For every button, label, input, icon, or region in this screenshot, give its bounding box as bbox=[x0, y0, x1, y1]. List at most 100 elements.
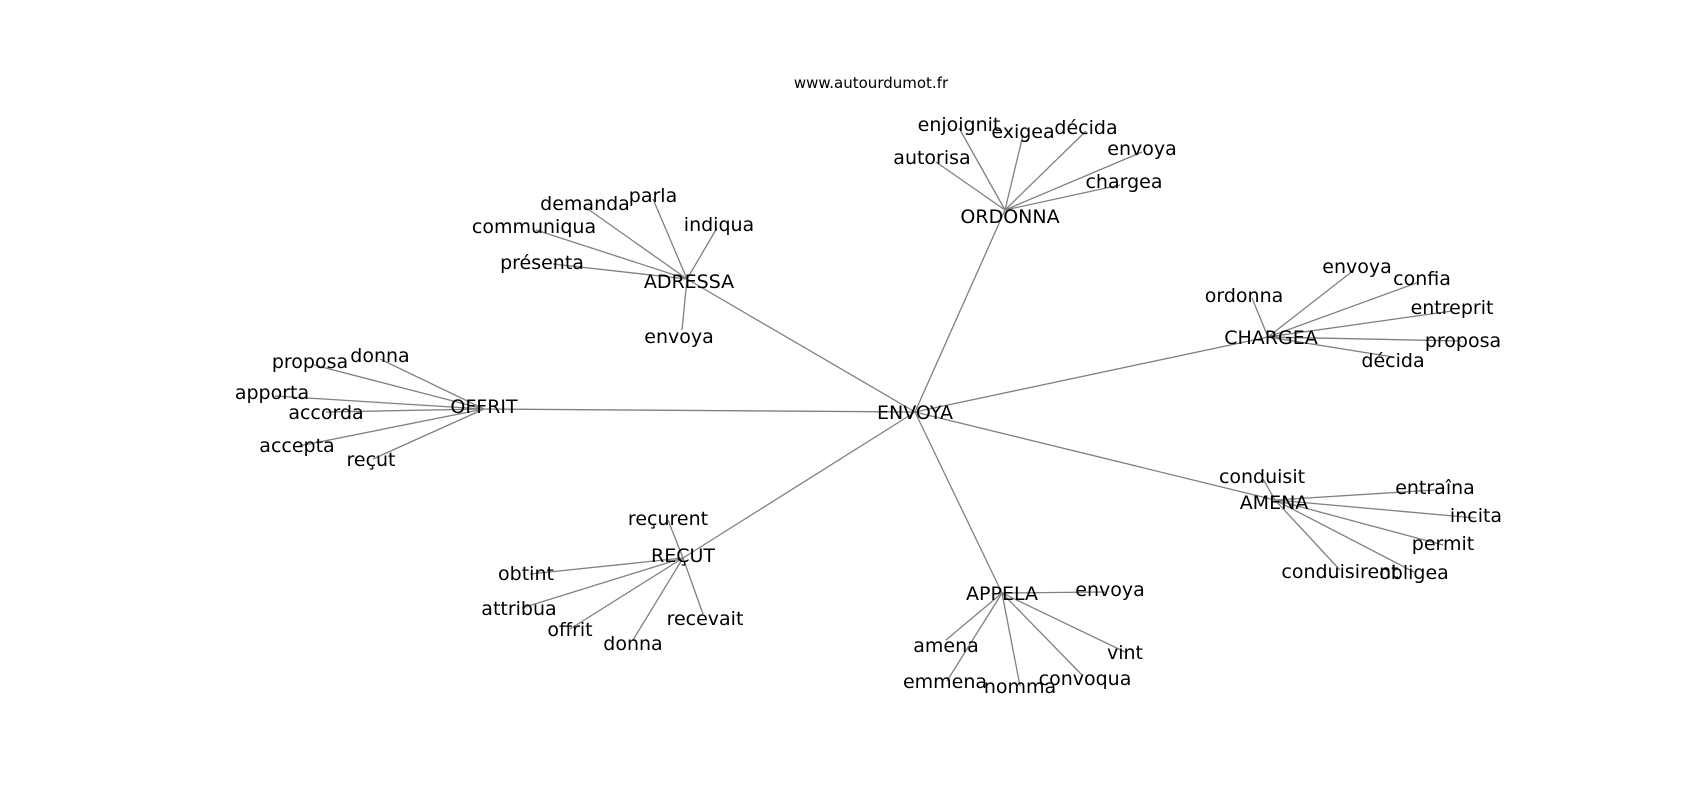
leaf-node-ordonna-decida: décida bbox=[1054, 117, 1117, 139]
edge-offrit-accepta bbox=[298, 408, 485, 447]
edge-center-adressa bbox=[686, 278, 916, 413]
edge-chargea-envoya bbox=[1267, 269, 1355, 338]
leaf-node-adressa-indiqua: indiqua bbox=[684, 214, 754, 236]
hub-node-adressa: ADRESSA bbox=[644, 271, 734, 293]
leaf-node-offrit-apporta: apporta bbox=[235, 382, 309, 404]
leaf-node-ordonna-exigea: exigea bbox=[991, 121, 1054, 143]
leaf-node-chargea-proposa: proposa bbox=[1425, 330, 1501, 352]
edge-recut-offrit bbox=[569, 557, 684, 630]
hub-node-offrit: OFFRIT bbox=[450, 396, 518, 418]
edge-offrit-apporta bbox=[274, 395, 485, 410]
edge-chargea-confia bbox=[1267, 281, 1420, 338]
edge-adressa-indiqua bbox=[686, 227, 718, 280]
edge-amena-conduisit bbox=[1262, 478, 1276, 501]
center-node-envoya: ENVOYA bbox=[877, 402, 953, 424]
edge-adressa-parla bbox=[652, 198, 688, 280]
edge-offrit-accorda bbox=[325, 408, 485, 413]
leaf-node-amena-entraina: entraîna bbox=[1395, 477, 1475, 499]
edge-recut-recevait bbox=[682, 557, 704, 615]
leaf-node-appela-vint: vint bbox=[1107, 642, 1143, 664]
leaf-node-adressa-envoya: envoya bbox=[644, 326, 714, 348]
leaf-node-adressa-demanda: demanda bbox=[540, 193, 630, 215]
edge-offrit-donna bbox=[379, 358, 485, 410]
leaf-node-recut-recurent: reçurent bbox=[628, 508, 708, 530]
leaf-node-chargea-entreprit: entreprit bbox=[1411, 297, 1494, 319]
leaf-node-chargea-decida: décida bbox=[1361, 350, 1424, 372]
leaf-node-offrit-proposa: proposa bbox=[272, 351, 348, 373]
hub-node-chargea: CHARGEA bbox=[1224, 327, 1317, 349]
leaf-node-chargea-confia: confia bbox=[1393, 268, 1451, 290]
edge-ordonna-autorisa bbox=[935, 161, 1006, 211]
edge-ordonna-chargea bbox=[1004, 184, 1121, 211]
edge-ordonna-enjoignit bbox=[958, 127, 1006, 211]
leaf-node-offrit-accepta: accepta bbox=[259, 435, 334, 457]
edge-offrit-recut bbox=[372, 408, 485, 460]
leaf-node-adressa-presenta: présenta bbox=[500, 252, 584, 274]
leaf-node-adressa-communiqua: communiqua bbox=[472, 216, 596, 238]
leaf-node-appela-envoya: envoya bbox=[1075, 579, 1145, 601]
leaf-node-chargea-ordonna: ordonna bbox=[1205, 285, 1284, 307]
edge-chargea-proposa bbox=[1267, 336, 1462, 342]
leaf-node-appela-emmena: emmena bbox=[903, 671, 987, 693]
leaf-node-amena-conduisirent: conduisirent bbox=[1281, 561, 1398, 583]
leaf-node-appela-amena: amena bbox=[913, 635, 979, 657]
leaf-node-amena-permit: permit bbox=[1412, 533, 1474, 555]
graph-edges bbox=[274, 127, 1477, 687]
leaf-node-recut-offrit: offrit bbox=[547, 619, 592, 641]
edge-ordonna-envoya bbox=[1004, 151, 1143, 211]
edge-recut-attribua bbox=[521, 557, 684, 609]
edge-recut-recurent bbox=[667, 519, 684, 559]
leaf-node-appela-nomma: nomma bbox=[984, 676, 1056, 698]
leaf-node-amena-incita: incita bbox=[1450, 505, 1502, 527]
edge-center-offrit bbox=[483, 408, 916, 413]
leaf-node-offrit-accorda: accorda bbox=[288, 402, 363, 424]
edge-chargea-entreprit bbox=[1267, 310, 1453, 338]
edge-center-ordonna bbox=[914, 209, 1006, 413]
leaf-node-amena-obligea: obligea bbox=[1379, 562, 1449, 584]
hub-node-recut: REÇUT bbox=[651, 545, 715, 567]
edge-recut-donna bbox=[632, 557, 684, 641]
hub-node-appela: APPELA bbox=[966, 583, 1038, 605]
edge-center-chargea bbox=[914, 336, 1269, 413]
edge-amena-obligea bbox=[1274, 499, 1415, 573]
leaf-node-ordonna-chargea: chargea bbox=[1085, 171, 1162, 193]
edge-amena-conduisirent bbox=[1274, 499, 1341, 571]
leaf-node-recut-recevait: recevait bbox=[667, 608, 744, 630]
edge-appela-envoya bbox=[1001, 591, 1106, 594]
leaf-node-chargea-envoya: envoya bbox=[1322, 256, 1392, 278]
edge-center-recut bbox=[682, 411, 916, 559]
leaf-node-recut-obtint: obtint bbox=[498, 563, 554, 585]
edge-center-amena bbox=[914, 411, 1276, 501]
leaf-node-offrit-donna: donna bbox=[350, 345, 409, 367]
edge-adressa-envoya bbox=[681, 278, 688, 331]
edge-amena-permit bbox=[1274, 499, 1444, 546]
edge-adressa-communiqua bbox=[535, 229, 688, 280]
source-watermark: www.autourdumot.fr bbox=[794, 74, 949, 92]
edge-recut-obtint bbox=[529, 557, 684, 575]
leaf-node-offrit-recut: reçut bbox=[346, 449, 395, 471]
leaf-node-adressa-parla: parla bbox=[629, 185, 677, 207]
hub-node-ordonna: ORDONNA bbox=[960, 206, 1059, 228]
leaf-node-amena-conduisit: conduisit bbox=[1219, 466, 1305, 488]
edge-ordonna-exigea bbox=[1004, 134, 1024, 211]
edge-appela-emmena bbox=[946, 592, 1003, 682]
edge-amena-incita bbox=[1274, 499, 1477, 519]
edge-adressa-demanda bbox=[584, 206, 688, 280]
edge-adressa-presenta bbox=[552, 263, 688, 280]
edge-center-appela bbox=[914, 411, 1003, 594]
leaf-node-recut-donna: donna bbox=[603, 633, 662, 655]
edge-appela-vint bbox=[1001, 592, 1126, 653]
leaf-node-appela-convoqua: convoqua bbox=[1039, 668, 1132, 690]
edge-chargea-ordonna bbox=[1251, 297, 1269, 338]
edge-amena-entraina bbox=[1274, 489, 1436, 501]
edge-appela-amena bbox=[945, 592, 1003, 641]
leaf-node-ordonna-enjoignit: enjoignit bbox=[918, 114, 1001, 136]
leaf-node-ordonna-autorisa: autorisa bbox=[893, 147, 970, 169]
leaf-node-ordonna-envoya: envoya bbox=[1107, 138, 1177, 160]
edge-ordonna-decida bbox=[1004, 130, 1087, 211]
hub-node-amena: AMENA bbox=[1240, 492, 1309, 514]
edge-offrit-proposa bbox=[313, 364, 485, 410]
edge-appela-convoqua bbox=[1001, 592, 1083, 676]
